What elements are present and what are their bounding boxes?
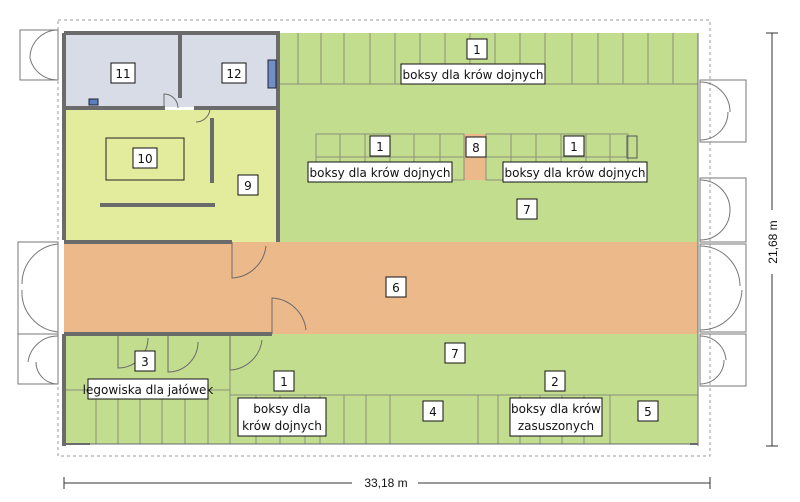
room-1-mid-right-number: 1 xyxy=(570,140,578,154)
room-5-box xyxy=(637,400,659,422)
room-8-number: 8 xyxy=(472,141,480,155)
corridor-doors xyxy=(163,93,307,334)
room-4-box xyxy=(422,400,444,422)
stall-labels: boksy dla krów dojnych boksy dla krów do… xyxy=(83,63,648,437)
room-2-number: 2 xyxy=(551,375,559,389)
mid-left-stalls-label: boksy dla krów dojnych xyxy=(310,166,451,180)
bottom-stalls-label-line2: krów dojnych xyxy=(242,419,322,433)
mid-right-stalls-label: boksy dla krów dojnych xyxy=(505,166,646,180)
dry-cows-label-line2: zasuszonych xyxy=(518,419,594,433)
heifers-label: legowiska dla jałówek xyxy=(83,383,214,397)
room-1-mid-right-box xyxy=(563,135,585,157)
bottom-stalls-label-box xyxy=(237,397,327,437)
left-external-doors xyxy=(17,29,59,385)
room-3-number: 3 xyxy=(141,355,149,369)
height-dimension: 21,68 m xyxy=(766,220,780,263)
room-7-bottom-box xyxy=(444,342,466,364)
fixture-icon xyxy=(626,135,638,159)
room-1-mid-left-box xyxy=(369,135,391,157)
fixture-icon xyxy=(88,98,99,106)
room-9-number: 9 xyxy=(244,179,252,193)
mid-right-stalls-label-box xyxy=(502,161,648,183)
dry-cows-label-box xyxy=(509,397,603,437)
room-1-top-number: 1 xyxy=(473,43,481,57)
width-label-bg xyxy=(352,474,418,490)
walls xyxy=(62,31,280,446)
room-1-top-box xyxy=(466,38,488,60)
room-6-box xyxy=(385,276,407,298)
corridor-6-area xyxy=(64,242,698,334)
top-stalls-label-box xyxy=(400,63,546,85)
room-9-box xyxy=(237,174,259,196)
room-7-bottom-number: 7 xyxy=(451,347,459,361)
room-5-number: 5 xyxy=(644,405,652,419)
dry-cows-label-line1: boksy dla krów xyxy=(511,402,601,416)
room-4-number: 4 xyxy=(429,405,437,419)
room-12-box xyxy=(221,62,247,84)
room-1-bottom-box xyxy=(273,370,295,392)
fixture-icon xyxy=(267,59,277,89)
bottom-stalls-label-line1: boksy dla xyxy=(253,402,310,416)
mid-left-stalls-label-box xyxy=(307,161,453,183)
room-8-box xyxy=(465,136,487,158)
room-3-box xyxy=(134,350,156,372)
heifers-label-box xyxy=(87,378,209,400)
room-10-box xyxy=(105,137,185,181)
room-number-boxes: 1 1 1 8 7 11 12 10 9 6 7 3 1 2 4 5 xyxy=(110,38,659,422)
top-stalls-label: boksy dla krów dojnych xyxy=(403,68,544,82)
room-10-box-label xyxy=(132,147,158,169)
room-1-bottom-number: 1 xyxy=(280,375,288,389)
room-2-box xyxy=(544,370,566,392)
room-11-number: 11 xyxy=(115,67,130,81)
room-1-mid-left-number: 1 xyxy=(376,140,384,154)
height-label-bg xyxy=(764,210,780,274)
room-12-number: 12 xyxy=(226,67,241,81)
room-6-number: 6 xyxy=(392,281,400,295)
room-10-number: 10 xyxy=(137,152,152,166)
room-7-top-number: 7 xyxy=(523,203,531,217)
right-external-doors xyxy=(699,79,747,387)
room-11-box xyxy=(110,62,136,84)
width-dimension: 33,18 m xyxy=(364,476,407,490)
room-7-top-box xyxy=(516,198,538,220)
